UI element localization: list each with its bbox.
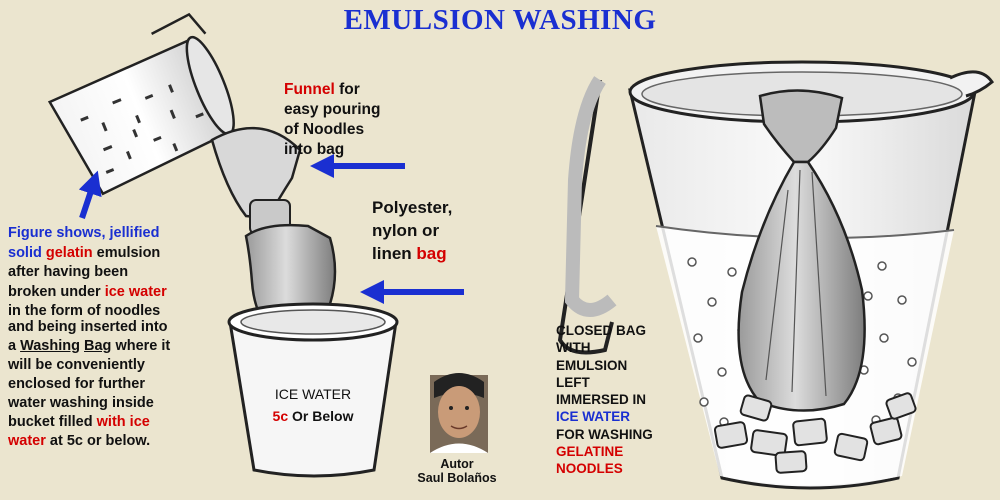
- funnel: [210, 126, 302, 235]
- immersed-bag: [737, 89, 866, 412]
- insert-note: and being inserted into a Washing Bag wh…: [8, 319, 171, 449]
- page-title: EMULSION WASHING: [343, 4, 657, 36]
- closed-bag-note: CLOSED BAG WITH EMULSION LEFT IMMERSED I…: [556, 323, 653, 477]
- funnel-note: Funnel for easy pouring of Noodles into …: [284, 81, 381, 158]
- ice-bucket: [227, 302, 399, 478]
- pouring-cup: [47, 12, 236, 196]
- bag-note: Polyester, nylon or linen bag: [372, 198, 453, 263]
- author-portrait: [430, 373, 488, 453]
- ice-water-label: ICE WATER 5c Or Below: [272, 386, 354, 424]
- funnel-word: Funnel: [284, 81, 335, 98]
- author-caption: Autor Saul Bolaños: [417, 457, 497, 485]
- ice-cubes: [713, 392, 917, 474]
- arrow-up-to-cup: [78, 170, 102, 219]
- figure-note: Figure shows, jellified solid gelatin em…: [8, 225, 167, 319]
